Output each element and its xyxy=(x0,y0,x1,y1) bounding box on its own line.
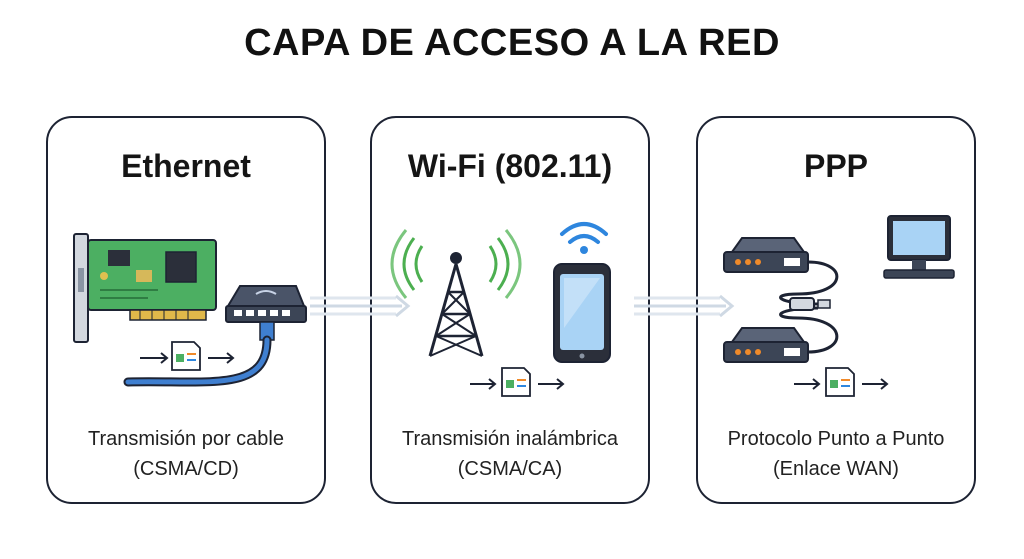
caption-line-2: (CSMA/CD) xyxy=(133,458,239,480)
network-card-icon xyxy=(73,233,217,343)
card-title-ethernet: Ethernet xyxy=(121,148,251,184)
cable-link-icon xyxy=(779,260,839,354)
flow-arrow-2 xyxy=(634,294,735,318)
data-frame-icon xyxy=(794,367,889,397)
caption-line-1: Transmisión por cable xyxy=(87,428,284,450)
card-wifi: Wi-Fi (802.11) xyxy=(370,116,650,504)
wifi-illustration xyxy=(390,222,611,397)
modem-icon xyxy=(723,237,809,273)
data-frame-icon xyxy=(140,341,235,371)
modem-icon xyxy=(723,327,809,363)
wifi-signal-icon xyxy=(560,222,608,254)
smartphone-icon xyxy=(553,263,611,363)
ppp-illustration xyxy=(723,215,955,397)
card-ppp: PPP xyxy=(696,116,976,504)
ethernet-cable-icon xyxy=(123,321,275,387)
flow-arrow-1 xyxy=(310,294,411,318)
ethernet-switch-icon xyxy=(225,285,307,323)
card-caption-ethernet: Transmisión por cable (CSMA/CD) xyxy=(48,424,324,484)
card-ethernet: Ethernet xyxy=(46,116,326,504)
card-title-ppp: PPP xyxy=(803,148,869,184)
card-caption-wifi: Transmisión inalámbrica (CSMA/CA) xyxy=(372,424,648,484)
card-caption-ppp: Protocolo Punto a Punto (Enlace WAN) xyxy=(698,424,974,484)
caption-line-1: Protocolo Punto a Punto xyxy=(727,428,945,450)
data-frame-icon xyxy=(470,367,565,397)
caption-line-2: (CSMA/CA) xyxy=(457,458,563,480)
page-title: CAPA DE ACCESO A LA RED xyxy=(244,22,780,64)
computer-monitor-icon xyxy=(883,215,955,279)
radio-tower-icon xyxy=(390,229,522,357)
card-title-wifi: Wi-Fi (802.11) xyxy=(407,148,613,184)
caption-line-2: (Enlace WAN) xyxy=(773,458,899,480)
caption-line-1: Transmisión inalámbrica xyxy=(402,428,618,450)
ethernet-illustration xyxy=(73,233,307,387)
